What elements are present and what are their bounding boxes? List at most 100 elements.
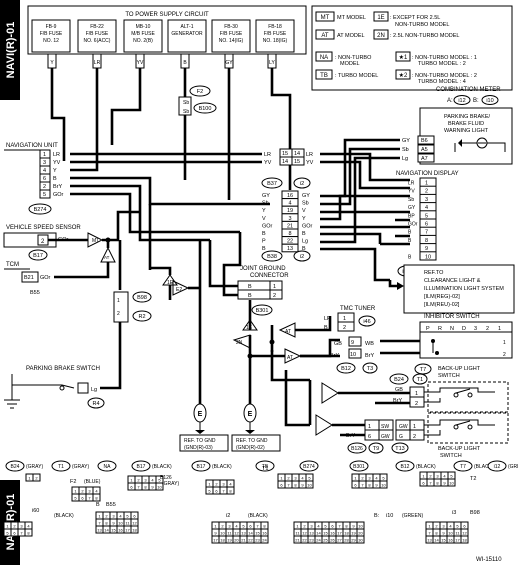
mid-pin-num: 14 — [294, 151, 300, 157]
svg-text:i10: i10 — [386, 513, 393, 519]
connector-pin-number: 2 — [361, 476, 364, 481]
connector-pin-cell — [32, 473, 41, 482]
svg-text:BrY: BrY — [365, 353, 375, 359]
connector-pin-number: 12 — [132, 521, 137, 526]
connector-pin-number: 7 — [137, 485, 140, 490]
connector-pin-number: 3 — [294, 476, 297, 481]
nav-disp-wire: GY — [408, 205, 416, 211]
nav-disp-pin-num: 6 — [425, 222, 428, 228]
connector-pin-number: 4 — [235, 524, 238, 529]
svg-text:i2: i2 — [226, 513, 230, 519]
connector-pin-number: 9 — [301, 483, 304, 488]
svg-text:B100: B100 — [199, 106, 212, 112]
svg-text:CLEARANCE LIGHT &: CLEARANCE LIGHT & — [424, 278, 481, 284]
svg-text:T1: T1 — [262, 466, 268, 472]
svg-text:2: 2 — [503, 352, 506, 358]
connector-pin-number: 9 — [375, 483, 378, 488]
alternator-connector: F2 Sb Sb B100 — [178, 85, 217, 116]
nav-unit-wire: BrY — [53, 184, 63, 190]
connector-key-color: (BLACK) — [416, 464, 436, 470]
svg-text:REF. TO GND: REF. TO GND — [236, 438, 268, 444]
connector-pin-number: 6 — [354, 483, 357, 488]
fuse-wire-color: GY — [225, 60, 233, 66]
connector-key-id: T7 — [460, 464, 466, 470]
connector-pin-number: 6 — [422, 481, 425, 486]
connector-pin-number: 1 — [428, 524, 431, 529]
connector-pin-number: 8 — [229, 489, 232, 494]
connector-pin-number: 4 — [375, 476, 378, 481]
connector-key-color: (GREEN) — [508, 464, 518, 470]
svg-text:BrY: BrY — [346, 433, 356, 439]
combination-meter: COMBINATION METER A: i12 B: i10 PARKING … — [402, 87, 513, 165]
svg-text:REF. TO GND: REF. TO GND — [184, 438, 216, 444]
svg-text:T7: T7 — [420, 367, 426, 373]
connector-pin-cell — [130, 525, 139, 534]
svg-text:B55: B55 — [30, 290, 40, 296]
svg-text:BRAKE FLUID: BRAKE FLUID — [448, 121, 484, 127]
legend-1e-text2: NON-TURBO MODEL — [395, 22, 449, 28]
svg-text:GW: GW — [399, 424, 408, 430]
mid-wire-left: GOr — [262, 223, 273, 229]
connector-pin-number: 5 — [6, 531, 9, 536]
connector-key-id: B17 — [197, 464, 206, 470]
connector-pin-number: 2 — [429, 474, 432, 479]
connector-b98-r2: 1 2 B98 R2 — [100, 240, 152, 390]
connector-pin-number: 5 — [74, 496, 77, 501]
nav-disp-pin-num: 5 — [425, 213, 428, 219]
svg-text:1: 1 — [273, 284, 276, 290]
connector-key-id: T1 — [58, 464, 64, 470]
connector-pin-number: 1 — [354, 476, 357, 481]
nav-disp-pin-num: 2 — [425, 189, 428, 195]
svg-text:NAVIGATION DISPLAY: NAVIGATION DISPLAY — [396, 171, 459, 177]
connector-key — [299, 460, 319, 472]
svg-text:A5: A5 — [421, 147, 428, 153]
connector-pin-number: 4 — [95, 489, 98, 494]
legend-at-text: AT MODEL — [337, 33, 365, 39]
connector-pin-number: 15 — [441, 538, 446, 543]
legend-s1-sym: ★1 — [399, 54, 408, 61]
svg-text:R2: R2 — [138, 314, 145, 320]
connector-pin-number: 6 — [249, 524, 252, 529]
nav-disp-pin-num: 3 — [425, 197, 428, 203]
svg-text:WB: WB — [365, 341, 374, 347]
connector-pin-number: 3 — [20, 524, 23, 529]
svg-text:TMC TUNER: TMC TUNER — [340, 306, 376, 312]
svg-text:(GREEN): (GREEN) — [402, 513, 423, 519]
nav-unit-wire: B — [53, 176, 57, 182]
connector-pin-number: 14 — [248, 531, 253, 536]
connector-pin-number: 9 — [352, 524, 355, 529]
svg-text:Sb: Sb — [402, 147, 409, 153]
fuse-label: ALT-1 — [181, 24, 194, 30]
legend-tb-sym: TB — [320, 73, 328, 79]
connector-pin-number: 11 — [125, 521, 130, 526]
svg-text:T3: T3 — [367, 366, 373, 372]
nav-unit-wire: LR — [53, 152, 60, 158]
nav-disp-pin-num: 8 — [425, 238, 428, 244]
connector-pin-number: 13 — [309, 531, 314, 536]
nav-disp-pin-num: 1 — [425, 181, 428, 187]
svg-text:BrY: BrY — [393, 398, 403, 404]
connector-pin-number: 5 — [158, 478, 161, 483]
mid-pin — [281, 243, 299, 253]
connector-pin-number: 25 — [323, 538, 328, 543]
mid-pin-num: 14 — [282, 159, 288, 165]
inhibitor-position: 2 — [486, 326, 489, 332]
connector-pin-number: 1 — [74, 489, 77, 494]
connector-key — [51, 460, 71, 472]
svg-text:i2: i2 — [300, 181, 304, 187]
connector-pin-number: 7 — [338, 524, 341, 529]
connector-pin-number: 16 — [330, 531, 335, 536]
connector-key-id: B12 — [401, 464, 410, 470]
backup-switch-top: T7 B24 T1 BACK-UP LIGHT SWITCH GB BrY 1 … — [308, 363, 509, 425]
legend-at-sym: AT — [321, 33, 329, 39]
inhibitor-position: P — [426, 326, 430, 332]
fuse-label: NO. 6(ACC) — [84, 38, 111, 44]
inhibitor-position: 1 — [498, 326, 501, 332]
connector-pin-number: 23 — [255, 538, 260, 543]
connector-key-id: TB — [262, 464, 269, 470]
connector-pin-number: 17 — [213, 538, 218, 543]
connector-pin-number: 8 — [144, 485, 147, 490]
nav-unit-wires — [70, 151, 270, 242]
connector-key-id: i12 — [494, 464, 501, 470]
